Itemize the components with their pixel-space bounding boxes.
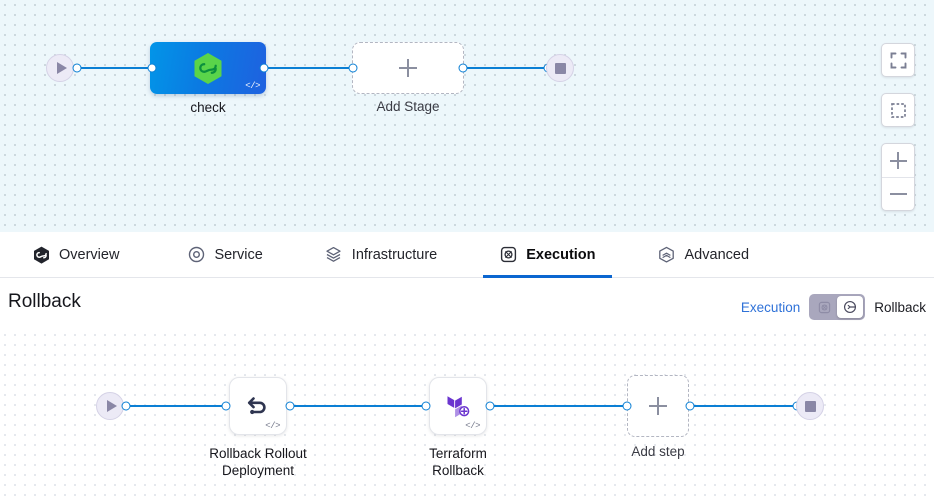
plus-icon xyxy=(649,397,667,415)
edge-step2-to-addstep xyxy=(488,405,630,407)
edge-addstage-to-end xyxy=(458,67,558,69)
execution-rollback-toggle[interactable] xyxy=(809,294,866,320)
toggle-segment-execution[interactable] xyxy=(811,296,837,318)
tab-service[interactable]: Service xyxy=(171,232,278,277)
port-step1-out[interactable] xyxy=(285,401,295,411)
tab-execution[interactable]: Execution xyxy=(483,232,612,278)
port-check-out[interactable] xyxy=(259,63,269,73)
step-label-terraform-rollback: Terraform Rollback xyxy=(429,446,487,478)
fullscreen-button[interactable] xyxy=(881,43,915,77)
edge-rbstart-to-step1 xyxy=(118,405,230,407)
rollback-start-node[interactable] xyxy=(96,392,124,420)
rollback-title: Rollback xyxy=(8,291,81,312)
port-addstage-out[interactable] xyxy=(458,63,468,73)
code-badge: </> xyxy=(245,81,260,91)
add-stage-label: Add Stage xyxy=(376,99,440,114)
execution-icon xyxy=(499,246,517,264)
edge-addstep-to-rbend xyxy=(688,405,800,407)
port-rbstart-out[interactable] xyxy=(121,401,131,411)
code-badge: </> xyxy=(465,421,480,431)
add-step-label: Add step xyxy=(631,444,685,459)
advanced-cube-icon xyxy=(658,246,676,264)
edge-step1-to-step2 xyxy=(288,405,430,407)
code-badge: </> xyxy=(265,421,280,431)
harness-hexagon-icon xyxy=(193,52,223,85)
stage-canvas[interactable]: </> check Add Stage xyxy=(0,0,934,232)
port-addstep-in[interactable] xyxy=(622,401,632,411)
expand-icon xyxy=(890,52,906,68)
port-step2-in[interactable] xyxy=(421,401,431,411)
step-node-terraform-rollback[interactable]: </> xyxy=(429,377,487,435)
tab-overview[interactable]: Overview xyxy=(16,232,135,277)
toggle-label-execution[interactable]: Execution xyxy=(740,299,801,315)
zoom-in-button[interactable] xyxy=(882,144,914,177)
plus-icon xyxy=(399,59,417,77)
stop-icon xyxy=(554,62,566,74)
play-icon xyxy=(106,400,117,412)
step-node-rollback-rollout-deployment[interactable]: </> xyxy=(229,377,287,435)
rollback-canvas[interactable]: </> Rollback Rollout Deployment </> Terr… xyxy=(0,330,934,500)
tab-advanced[interactable]: Advanced xyxy=(642,232,766,277)
pipeline-start-node[interactable] xyxy=(46,54,74,82)
edge-start-to-check xyxy=(68,67,158,69)
port-addstep-out[interactable] xyxy=(685,401,695,411)
stop-icon xyxy=(804,400,816,412)
rollback-end-node[interactable] xyxy=(796,392,824,420)
minus-icon xyxy=(889,186,907,203)
port-addstage-in[interactable] xyxy=(348,63,358,73)
step-label-rollback-rollout-deployment: Rollback Rollout Deployment xyxy=(209,446,307,478)
select-area-button[interactable] xyxy=(881,93,915,127)
tab-label: Infrastructure xyxy=(351,246,438,263)
toggle-segment-rollback[interactable] xyxy=(837,296,864,318)
rollback-header: Rollback Execution xyxy=(0,278,934,330)
undo-arrow-icon xyxy=(247,397,266,415)
tab-label: Service xyxy=(214,246,263,263)
dashed-square-icon xyxy=(890,102,906,118)
pipeline-tabs[interactable]: Overview Service In xyxy=(0,232,934,278)
layers-diamond-icon xyxy=(325,246,343,264)
pipeline-end-node[interactable] xyxy=(546,54,574,82)
terraform-icon xyxy=(447,396,470,418)
tab-label: Execution xyxy=(526,246,596,263)
port-start-out[interactable] xyxy=(72,63,82,73)
add-stage-node[interactable] xyxy=(352,42,464,94)
execution-icon xyxy=(818,301,830,313)
stage-label-check: check xyxy=(190,100,226,115)
stage-node-check[interactable]: </> xyxy=(150,42,266,94)
rollback-arrow-icon xyxy=(844,300,857,314)
tab-label: Overview xyxy=(59,246,120,263)
service-circle-icon xyxy=(187,246,205,264)
port-check-in[interactable] xyxy=(147,63,157,73)
execution-rollback-toggle-group[interactable]: Execution Rollback xyxy=(741,294,926,320)
port-step2-out[interactable] xyxy=(485,401,495,411)
tab-label: Advanced xyxy=(684,246,750,263)
plus-icon xyxy=(889,152,907,169)
play-icon xyxy=(56,62,67,74)
edge-check-to-addstage xyxy=(258,67,358,69)
tab-infrastructure[interactable]: Infrastructure xyxy=(309,232,453,277)
zoom-controls[interactable] xyxy=(881,143,915,211)
add-step-node[interactable] xyxy=(627,375,689,437)
zoom-out-button[interactable] xyxy=(882,177,914,210)
port-step1-in[interactable] xyxy=(221,401,231,411)
toggle-label-rollback[interactable]: Rollback xyxy=(874,299,926,315)
harness-hexagon-icon xyxy=(32,246,50,264)
